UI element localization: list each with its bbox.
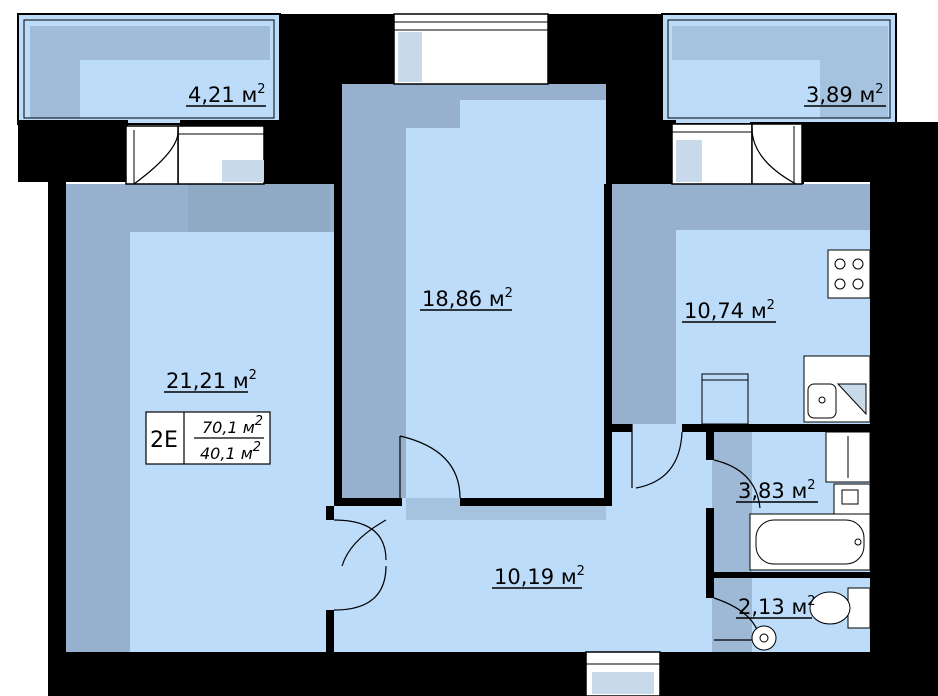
living-area: 40,1 [200,444,236,463]
svg-text:10,74 м2: 10,74 м2 [684,298,775,323]
svg-text:40,1 м2: 40,1 м2 [200,440,261,463]
label-toilet: 2,13 м2 [736,594,816,619]
label-kitchen: 10,74 м2 [682,298,776,323]
toilet-bowl [809,587,871,629]
bathroom-sink [833,483,871,515]
label-balcony-right: 3,89 м2 [804,82,886,107]
interior-walls [326,184,870,652]
svg-text:70,1 м2: 70,1 м2 [202,414,263,437]
label-balcony-left: 4,21 м2 [186,82,266,107]
walls [18,14,938,696]
area-bathroom: 3,83 [738,479,785,503]
svg-text:18,86 м2: 18,86 м2 [422,286,513,311]
area-bedroom: 18,86 [422,287,482,311]
svg-text:2,13 м2: 2,13 м2 [738,594,816,619]
label-hallway: 10,19 м2 [492,564,585,589]
doors [133,127,797,641]
area-balcony-left: 4,21 [188,83,235,107]
kitchen-table [701,373,749,425]
svg-text:10,19 м2: 10,19 м2 [494,564,585,589]
svg-text:21,21 м2: 21,21 м2 [166,368,257,393]
svg-text:4,21 м2: 4,21 м2 [188,82,266,107]
svg-text:3,89 м2: 3,89 м2 [806,82,884,107]
apartment-badge: 2E 70,1 м2 40,1 м2 [145,411,271,465]
area-balcony-right: 3,89 [806,83,853,107]
area-living-room: 21,21 [166,369,226,393]
balcony-left [17,13,281,125]
toilet-washbasin [751,625,777,651]
windows [125,13,803,696]
svg-text:3,83 м2: 3,83 м2 [738,478,816,503]
balcony-right [661,13,897,125]
room-bedroom [342,84,606,498]
bathtub [749,513,871,571]
washing-machine [825,431,871,483]
area-kitchen: 10,74 [684,299,744,323]
label-living-room: 21,21 м2 [164,368,257,393]
area-hallway: 10,19 [494,565,554,589]
area-toilet: 2,13 [738,595,785,619]
kitchen-stove [827,249,871,299]
label-bathroom: 3,83 м2 [736,478,818,503]
apartment-code: 2E [150,428,178,453]
label-bedroom: 18,86 м2 [420,286,513,311]
kitchen-sink [803,355,871,423]
total-area: 70,1 [202,418,238,437]
